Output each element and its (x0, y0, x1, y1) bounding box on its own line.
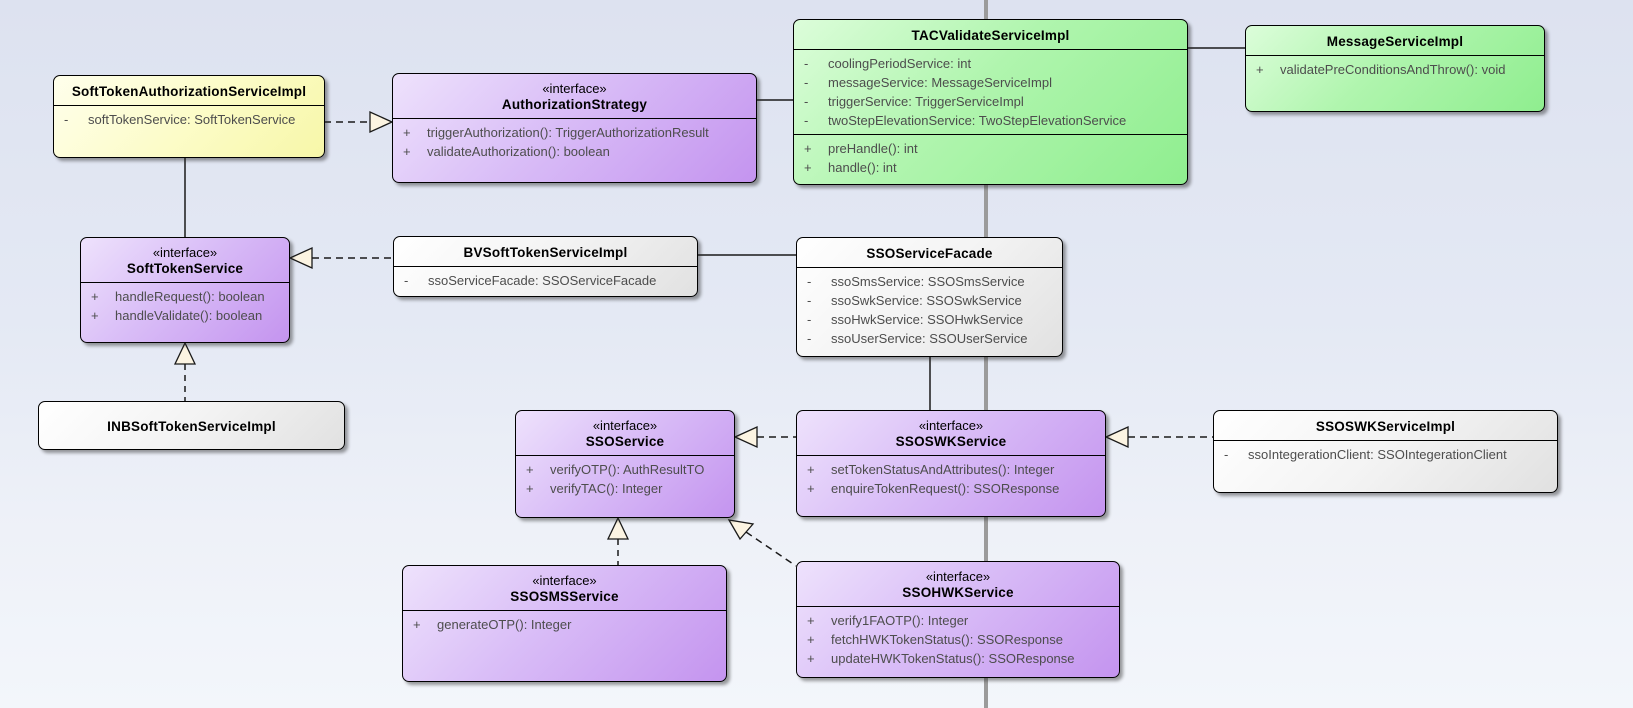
class-name: SSOService (585, 434, 665, 449)
methods-compartment: + generateOTP(): Integer (403, 611, 726, 681)
class-title: INBSoftTokenServiceImpl (39, 402, 344, 449)
class-title: TACValidateServiceImpl (794, 20, 1187, 50)
method-row: + preHandle(): int (804, 141, 918, 156)
class-tacvalidateserviceimpl[interactable]: TACValidateServiceImpl - coolingPeriodSe… (793, 19, 1188, 185)
class-name: TACValidateServiceImpl (911, 28, 1070, 43)
attribute-row: - ssoSwkService: SSOSwkService (807, 293, 1022, 308)
class-name: BVSoftTokenServiceImpl (463, 245, 628, 260)
methods-compartment: + verifyOTP(): AuthResultTO + verifyTAC(… (516, 456, 734, 517)
methods-compartment: + setTokenStatusAndAttributes(): Integer… (797, 456, 1105, 516)
method-row: + triggerAuthorization(): TriggerAuthori… (403, 125, 709, 140)
class-title: «interface» SSOHWKService (797, 562, 1119, 607)
realization-ssohwkservice-to-ssoservice[interactable] (727, 519, 797, 567)
class-name: SoftTokenAuthorizationServiceImpl (71, 84, 307, 99)
class-name: SSOSWKServiceImpl (1315, 419, 1456, 434)
method-row: + setTokenStatusAndAttributes(): Integer (807, 462, 1055, 477)
class-title: «interface» AuthorizationStrategy (393, 74, 756, 119)
stereotype: «interface» (532, 573, 597, 588)
class-name: INBSoftTokenServiceImpl (107, 419, 276, 434)
class-title: BVSoftTokenServiceImpl (394, 237, 697, 267)
class-ssoswkservice[interactable]: «interface» SSOSWKService + setTokenStat… (796, 410, 1106, 517)
attribute-row: - triggerService: TriggerServiceImpl (804, 94, 1024, 109)
class-ssoservice[interactable]: «interface» SSOService + verifyOTP(): Au… (515, 410, 735, 518)
stereotype: «interface» (918, 418, 984, 433)
class-name: SSOHWKService (902, 585, 1014, 600)
method-row: + fetchHWKTokenStatus(): SSOResponse (807, 632, 1063, 647)
class-ssoswkserviceimpl[interactable]: SSOSWKServiceImpl - ssoIntegerationClien… (1213, 410, 1558, 493)
attribute-row: - twoStepElevationService: TwoStepElevat… (804, 113, 1127, 128)
class-inbsofttokenserviceimpl[interactable]: INBSoftTokenServiceImpl (38, 401, 345, 450)
method-row: + enquireTokenRequest(): SSOResponse (807, 481, 1060, 496)
stereotype: «interface» (542, 81, 607, 96)
realization-softtokenauth-to-authorizationstrategy[interactable] (324, 110, 394, 134)
class-ssosmsservice[interactable]: «interface» SSOSMSService + generateOTP(… (402, 565, 727, 682)
attribute-row: - ssoUserService: SSOUserService (807, 331, 1028, 346)
methods-compartment: + handleRequest(): boolean + handleValid… (81, 283, 289, 342)
method-row: + validatePreConditionsAndThrow(): void (1256, 62, 1506, 77)
class-title: «interface» SSOSWKService (797, 411, 1105, 456)
realization-ssoswkservice-to-ssoservice[interactable] (733, 425, 796, 449)
class-bvsofttokenserviceimpl[interactable]: BVSoftTokenServiceImpl - ssoServiceFacad… (393, 236, 698, 297)
realization-ssosmsservice-to-ssoservice[interactable] (606, 516, 630, 565)
methods-compartment: + validatePreConditionsAndThrow(): void (1246, 56, 1544, 111)
methods-compartment: + verify1FAOTP(): Integer + fetchHWKToke… (797, 607, 1119, 677)
method-row: + generateOTP(): Integer (413, 617, 572, 632)
class-name: AuthorizationStrategy (501, 97, 648, 112)
attribute-row: - ssoIntegerationClient: SSOIntegeration… (1224, 447, 1507, 462)
realization-bvsofttoken-to-softtokenservice[interactable] (288, 246, 393, 270)
attribute-row: - softTokenService: SoftTokenService (64, 112, 296, 127)
attribute-row: - ssoHwkService: SSOHwkService (807, 312, 1024, 327)
methods-compartment: + preHandle(): int + handle(): int (794, 135, 1187, 184)
attributes-compartment: - ssoSmsService: SSOSmsService - ssoSwkS… (797, 268, 1062, 356)
attribute-row: - ssoServiceFacade: SSOServiceFacade (404, 273, 657, 288)
attributes-compartment: - ssoServiceFacade: SSOServiceFacade (394, 267, 697, 296)
attribute-row: - ssoSmsService: SSOSmsService (807, 274, 1025, 289)
class-name: SSOSWKService (895, 434, 1007, 449)
class-name: MessageServiceImpl (1326, 34, 1464, 49)
attributes-compartment: - coolingPeriodService: int - messageSer… (794, 50, 1187, 135)
class-authorizationstrategy[interactable]: «interface» AuthorizationStrategy + trig… (392, 73, 757, 183)
class-ssoservicefacade[interactable]: SSOServiceFacade - ssoSmsService: SSOSms… (796, 237, 1063, 357)
attribute-row: - messageService: MessageServiceImpl (804, 75, 1052, 90)
class-softtokenservice[interactable]: «interface» SoftTokenService + handleReq… (80, 237, 290, 343)
stereotype: «interface» (925, 569, 991, 584)
class-messageserviceimpl[interactable]: MessageServiceImpl + validatePreConditio… (1245, 25, 1545, 112)
realization-inbsofttoken-to-softtokenservice[interactable] (173, 341, 197, 401)
methods-compartment: + triggerAuthorization(): TriggerAuthori… (393, 119, 756, 182)
class-title: MessageServiceImpl (1246, 26, 1544, 56)
class-title: «interface» SSOService (516, 411, 734, 456)
attribute-row: - coolingPeriodService: int (804, 56, 972, 71)
stereotype: «interface» (152, 245, 218, 260)
stereotype: «interface» (592, 418, 658, 433)
method-row: + handleRequest(): boolean (91, 289, 265, 304)
attributes-compartment: - ssoIntegerationClient: SSOIntegeration… (1214, 441, 1557, 492)
class-ssohwkservice[interactable]: «interface» SSOHWKService + verify1FAOTP… (796, 561, 1120, 678)
class-name: SSOServiceFacade (866, 246, 993, 261)
method-row: + verifyTAC(): Integer (526, 481, 663, 496)
class-title: SoftTokenAuthorizationServiceImpl (54, 76, 324, 106)
method-row: + updateHWKTokenStatus(): SSOResponse (807, 651, 1075, 666)
method-row: + handle(): int (804, 160, 897, 175)
realization-ssoswkimpl-to-ssoswkservice[interactable] (1104, 425, 1213, 449)
method-row: + validateAuthorization(): boolean (403, 144, 610, 159)
class-name: SoftTokenService (126, 261, 244, 276)
class-name: SSOSMSService (510, 589, 619, 604)
method-row: + handleValidate(): boolean (91, 308, 263, 323)
attributes-compartment: - softTokenService: SoftTokenService (54, 106, 324, 157)
class-title: SSOSWKServiceImpl (1214, 411, 1557, 441)
class-softtokenauthorizationserviceimpl[interactable]: SoftTokenAuthorizationServiceImpl - soft… (53, 75, 325, 158)
class-title: «interface» SoftTokenService (81, 238, 289, 283)
method-row: + verifyOTP(): AuthResultTO (526, 462, 705, 477)
class-title: SSOServiceFacade (797, 238, 1062, 268)
method-row: + verify1FAOTP(): Integer (807, 613, 969, 628)
class-title: «interface» SSOSMSService (403, 566, 726, 611)
